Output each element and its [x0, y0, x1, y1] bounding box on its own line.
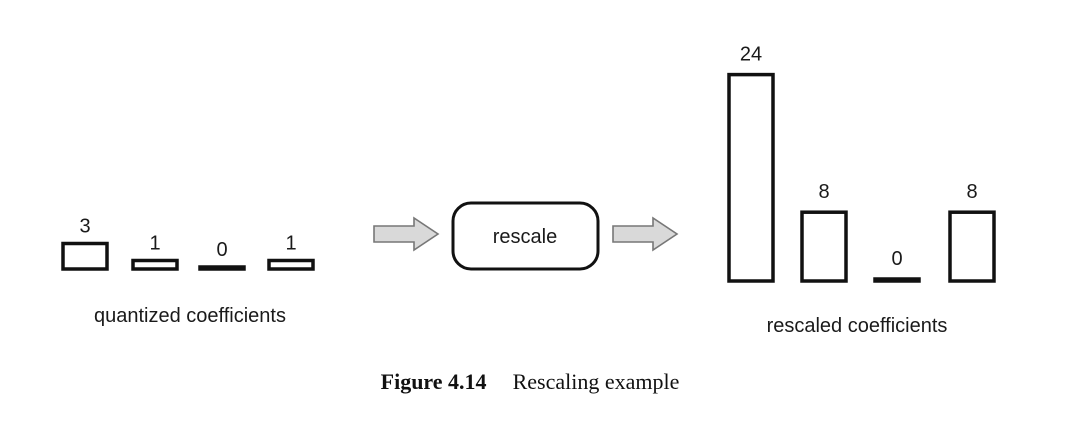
rescaled-bar-3	[873, 277, 921, 283]
rescaled-value-label-1: 24	[740, 44, 762, 66]
rescaled-value-label-4: 8	[966, 181, 977, 203]
rescaled-coefficients-label: rescaled coefficients	[767, 315, 948, 337]
quantized-value-label-4: 1	[285, 233, 296, 255]
rescaled-value-label-3: 0	[891, 248, 902, 270]
quantized-coefficients-label: quantized coefficients	[94, 305, 286, 327]
rescaled-bar-2	[800, 210, 848, 283]
rescale-process-box: rescale	[451, 201, 600, 271]
arrow-right-icon-2	[612, 216, 679, 252]
quantized-bar-1	[61, 241, 109, 271]
arrow-right-icon-1	[373, 216, 440, 252]
quantized-bar-2	[131, 258, 179, 271]
quantized-bar-4	[267, 258, 315, 271]
quantized-value-label-1: 3	[79, 216, 90, 238]
figure-number: Figure 4.14	[381, 369, 487, 394]
quantized-bar-3	[198, 265, 246, 271]
rescaled-value-label-2: 8	[818, 181, 829, 203]
rescale-label: rescale	[493, 226, 557, 248]
figure-title: Rescaling example	[513, 369, 680, 394]
quantized-value-label-2: 1	[149, 233, 160, 255]
quantized-value-label-3: 0	[216, 239, 227, 261]
quantized-coefficient-bars: 3 1 0 1	[61, 216, 315, 271]
rescaled-bar-1	[727, 72, 775, 283]
rescaled-coefficient-bars: 24 8 0 8	[727, 44, 996, 283]
rescaled-bar-4	[948, 210, 996, 283]
figure-caption: Figure 4.14 Rescaling example	[381, 369, 680, 394]
